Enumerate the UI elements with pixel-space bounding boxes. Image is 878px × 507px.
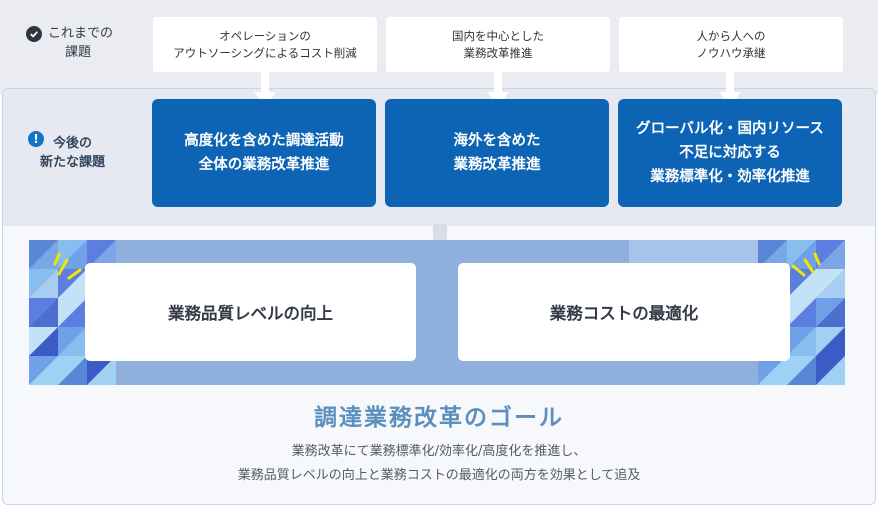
exclamation-circle-icon: !: [28, 131, 44, 147]
goal-description-line2: 業務品質レベルの向上と業務コストの最適化の両方を効果として追及: [237, 468, 641, 483]
goal-card-quality: 業務品質レベルの向上: [85, 263, 416, 361]
goal-card-cost: 業務コストの最適化: [458, 263, 790, 361]
down-arrow-icon: [487, 72, 509, 106]
previous-issues-label: これまでの 課題: [48, 24, 113, 62]
new-issue-box: グローバル化・国内リソース 不足に対応する 業務標準化・効率化推進: [618, 99, 842, 207]
previous-issue-box: 国内を中心とした 業務改革推進: [386, 17, 610, 72]
previous-issues-label-line1: これまでの: [48, 26, 114, 41]
new-issue-box: 高度化を含めた調達活動 全体の業務改革推進: [152, 99, 376, 207]
check-circle-icon: [26, 26, 42, 42]
goal-description: 業務改革にて業務標準化/効率化/高度化を推進し、 業務品質レベルの向上と業務コス…: [0, 440, 878, 488]
previous-issue-box: 人から人への ノウハウ承継: [619, 17, 843, 72]
sparkle-left-icon: [53, 252, 82, 280]
sparkle-right-icon: [791, 252, 821, 277]
previous-issues-label-line2: 課題: [65, 45, 92, 60]
new-issues-label-line2: 新たな課題: [40, 155, 106, 170]
previous-issue-box: オペレーションの アウトソーシングによるコスト削減: [153, 17, 377, 72]
down-arrow-icon: [719, 72, 741, 106]
down-arrow-icon: [254, 72, 276, 106]
goal-title: 調達業務改革のゴール: [314, 405, 564, 431]
goal-description-line1: 業務改革にて業務標準化/効率化/高度化を推進し、: [291, 444, 587, 459]
new-issues-label-line1: 今後の: [53, 136, 93, 151]
new-issues-label: 今後の 新たな課題: [40, 134, 105, 172]
new-issue-box: 海外を含めた 業務改革推進: [385, 99, 609, 207]
